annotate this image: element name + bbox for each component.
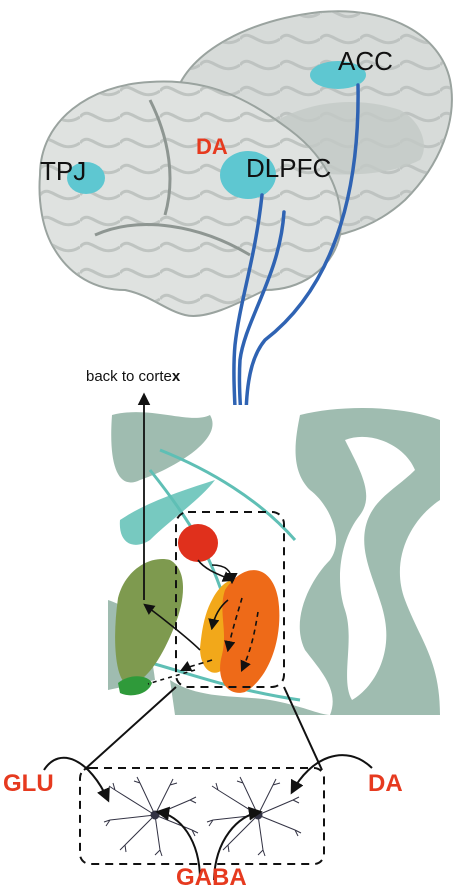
medium-spiny-neuron-left <box>104 777 198 856</box>
cortical-da-label: DA <box>196 136 228 158</box>
back-to-cortex-label: back to cortex <box>86 369 180 384</box>
striatal-da-label: DA <box>368 772 403 796</box>
back-to-cortex-bold-x: x <box>172 368 180 385</box>
dlpfc-label: DLPFC <box>246 155 331 181</box>
tpj-label: TPJ <box>40 158 86 184</box>
da-input-arrow <box>292 755 372 792</box>
acc-label: ACC <box>338 48 393 74</box>
gaba-label: GABA <box>176 866 247 890</box>
nucleus-accumbens <box>178 524 218 562</box>
back-to-cortex-text: back to corte <box>86 368 172 385</box>
glu-label: GLU <box>3 772 54 796</box>
neuron-box <box>80 768 324 864</box>
